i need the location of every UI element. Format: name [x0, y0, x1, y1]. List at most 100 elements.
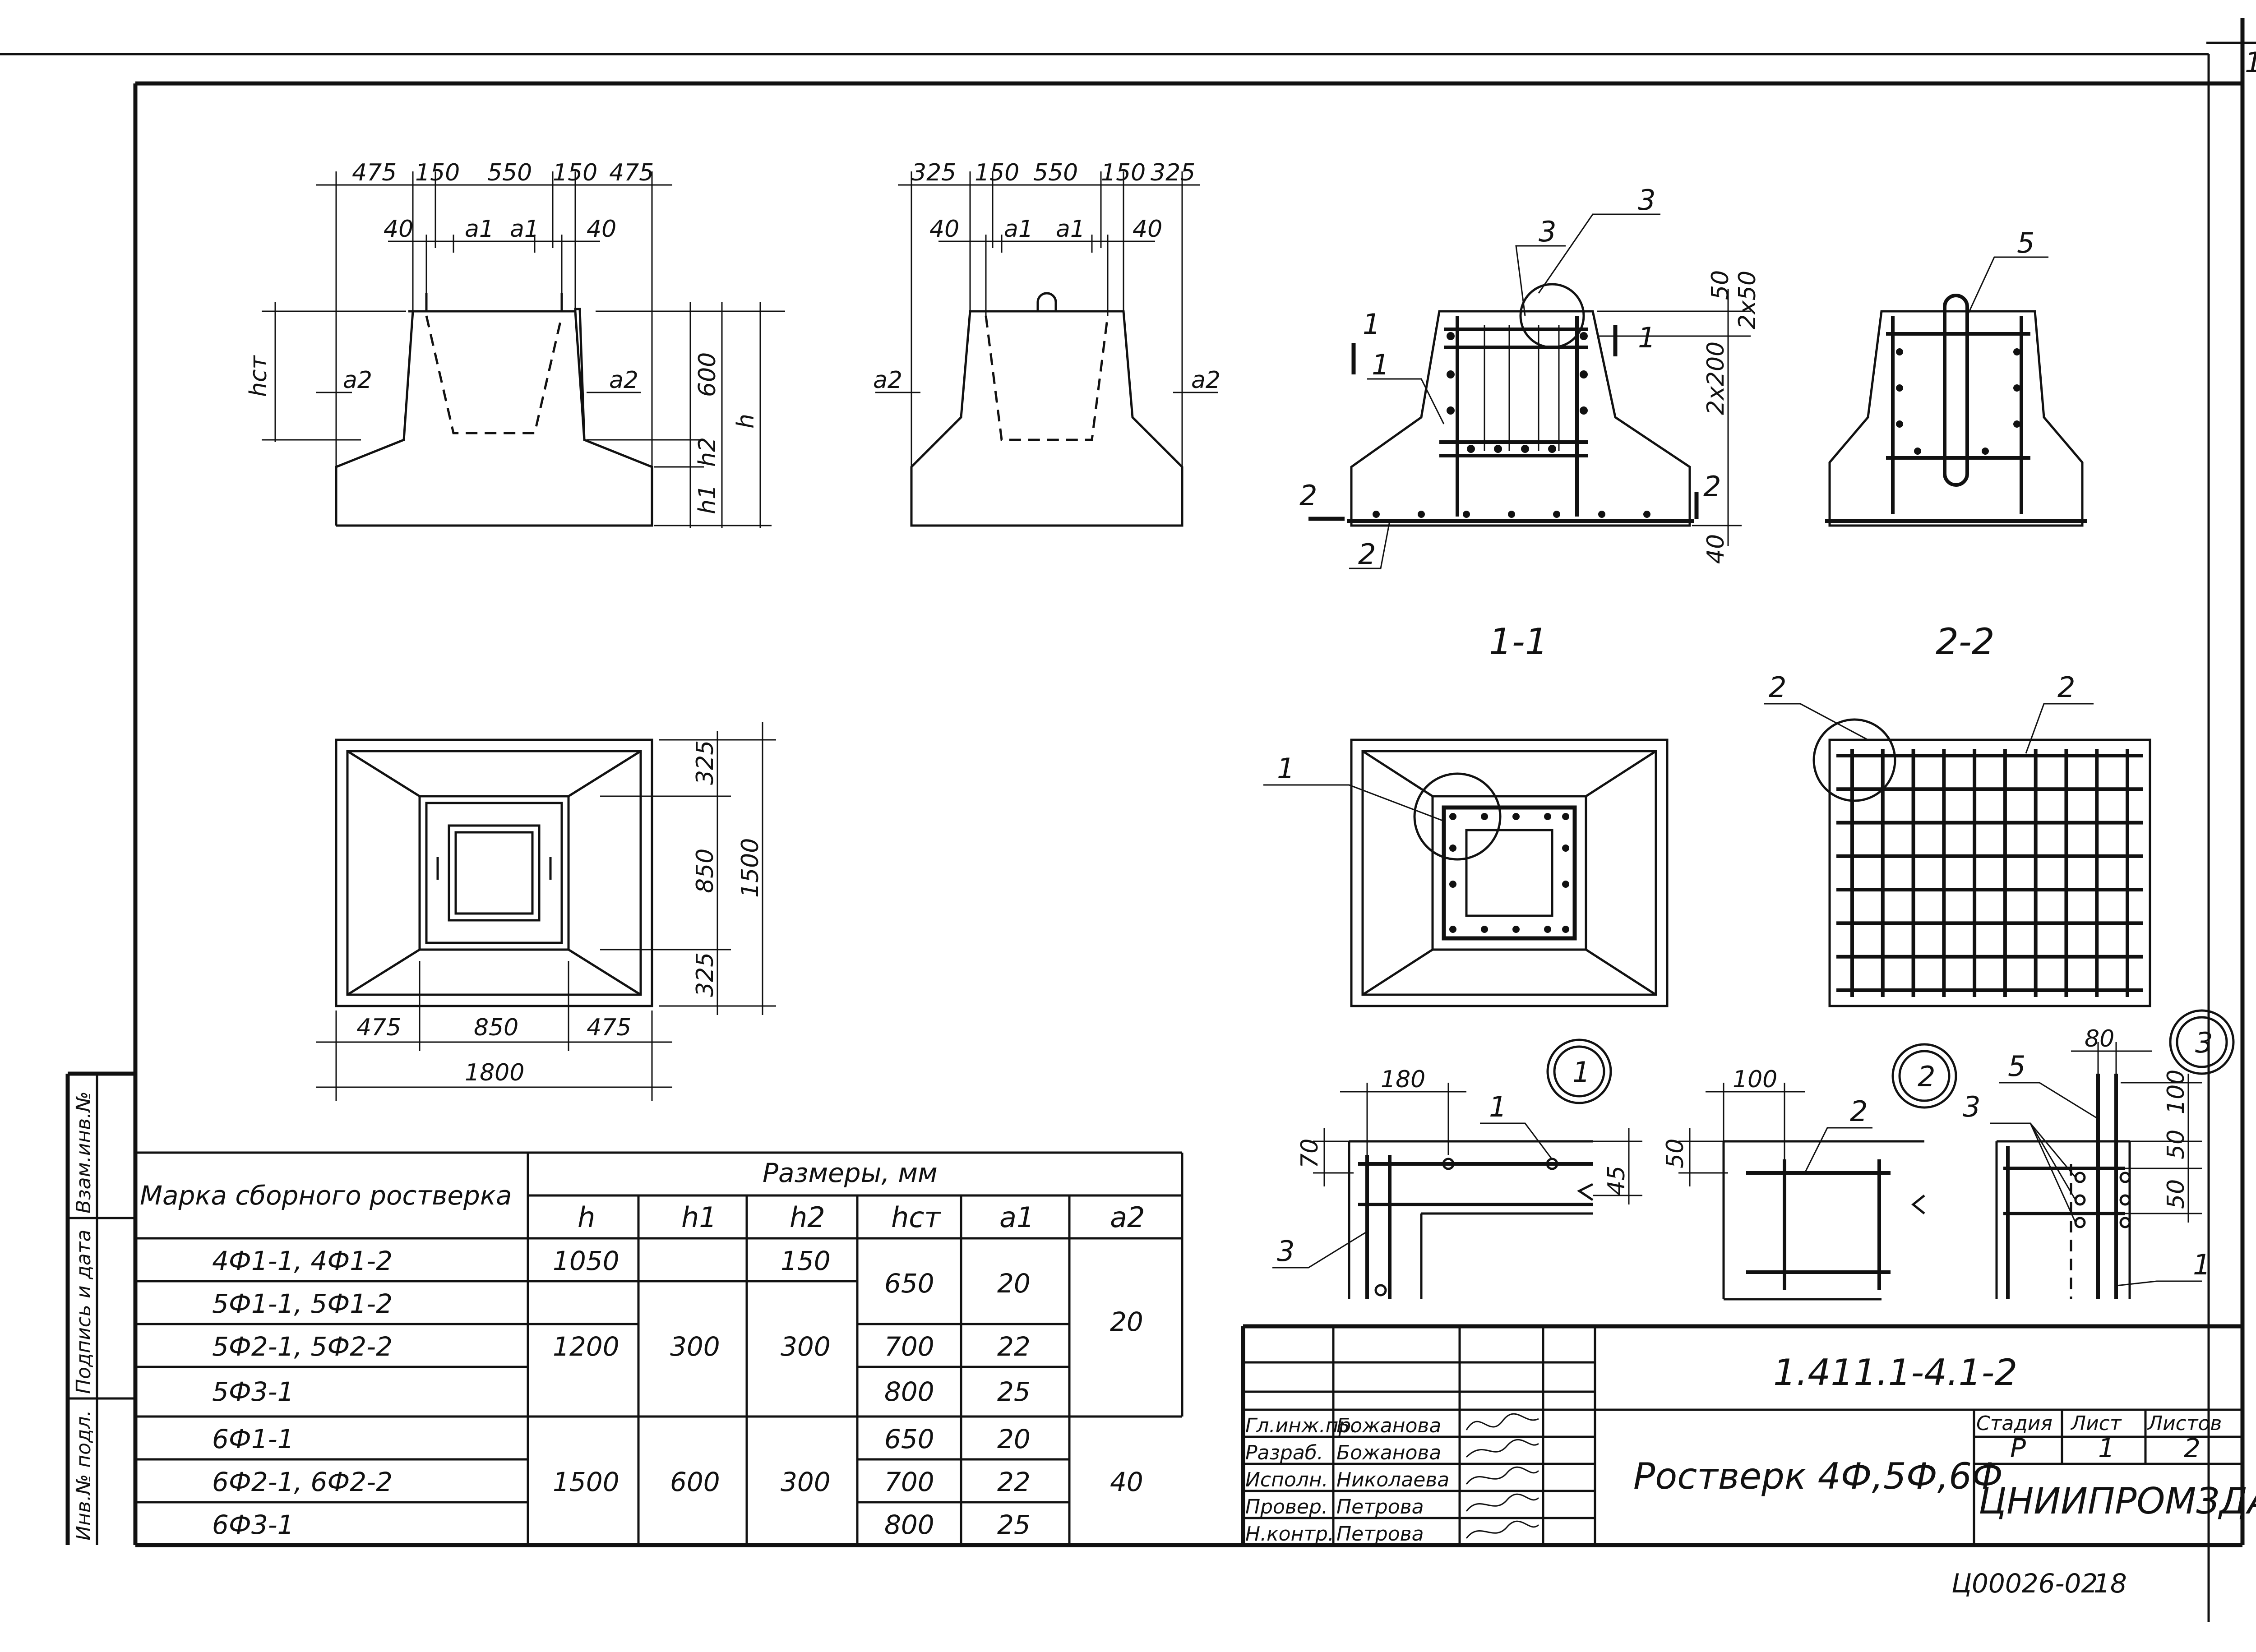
cell-a1-3: 25	[997, 1376, 1031, 1407]
header-h2: h2	[790, 1201, 825, 1234]
detail-2-title: 2	[1918, 1060, 1935, 1093]
dim-second-4: 40	[1133, 216, 1162, 243]
cell-a1-2: 22	[997, 1331, 1031, 1362]
stamp-replace-inv: Взам.инв.№	[72, 1091, 95, 1214]
name-2: Божанова	[1336, 1441, 1441, 1464]
cell-a1-1: 20	[997, 1268, 1031, 1299]
dim-right-850: 850	[692, 849, 719, 893]
section-left-view: 3 3 1 2 1 1 2 2 50 2x50 2x200 40	[1299, 184, 1761, 571]
page-number: 17	[2245, 46, 2256, 79]
dim-top-5: 325	[1151, 159, 1195, 186]
stage-value: Р	[2010, 1433, 2026, 1463]
dim-bottom-475a: 475	[356, 1014, 401, 1041]
mark-row-4: 5Ф3-1	[212, 1376, 294, 1407]
rebar-dots	[1373, 332, 1650, 518]
callout-2: 2	[1850, 1095, 1868, 1128]
cell-a1-6: 25	[997, 1509, 1031, 1540]
callout-1: 1	[1372, 348, 1389, 381]
plan-left-view: 325 850 325 1500 475 850 475 1800	[316, 722, 776, 1101]
dimension-table: Марка сборного ростверка Размеры, мм h h…	[135, 1151, 1183, 1545]
dim-second-2: a1	[1004, 216, 1033, 243]
cell-hst-4: 650	[884, 1424, 934, 1454]
cell-hst-2: 700	[884, 1331, 934, 1362]
cell-hst-5: 700	[884, 1467, 934, 1497]
callout-3b: 3	[1638, 184, 1655, 217]
callout-3: 3	[1963, 1090, 1980, 1123]
stage-label: Стадия	[1976, 1412, 2053, 1435]
callout-3: 3	[1277, 1235, 1294, 1268]
name-5: Петрова	[1336, 1523, 1424, 1546]
header-h1: h1	[681, 1201, 717, 1234]
callout-2b: 2	[2057, 671, 2075, 704]
dim-top-4: 150	[1101, 159, 1146, 186]
dim-right-50: 50	[1707, 270, 1734, 300]
dim-80: 80	[2085, 1025, 2114, 1052]
cell-h1-2: 600	[670, 1467, 720, 1497]
dim-second-4: 40	[587, 216, 616, 243]
header-h: h	[578, 1201, 595, 1234]
dim-top-2: 150	[415, 159, 460, 186]
dim-second-3: a1	[510, 216, 539, 243]
dim-180: 180	[1381, 1066, 1425, 1093]
callout-1: 1	[1277, 752, 1294, 785]
section-title-1-1: 1-1	[1489, 621, 1548, 663]
dim-second-1: 40	[384, 216, 413, 243]
dim-right-2x50: 2x50	[1734, 271, 1761, 329]
dim-50a: 50	[2163, 1130, 2190, 1159]
signatures	[1465, 1413, 1539, 1539]
footer-page: 18	[2094, 1568, 2127, 1599]
dim-right-a2: a2	[609, 367, 638, 394]
dim-right-325a: 325	[692, 740, 719, 785]
header-a1: a1	[999, 1201, 1034, 1234]
side-label-a2-left: a2	[873, 367, 902, 394]
dim-right-2x200: 2x200	[1702, 341, 1729, 415]
dim-bottom-850: 850	[474, 1014, 518, 1041]
header-a2: a2	[1110, 1201, 1145, 1234]
cell-hst-1: 650	[884, 1268, 934, 1299]
dim-top-1: 475	[352, 159, 397, 186]
sheet-frame	[0, 18, 2256, 1622]
callout-5: 5	[2017, 226, 2034, 259]
callout-2: 2	[1358, 538, 1376, 571]
dim-bottom-1800: 1800	[465, 1059, 524, 1086]
mark-row-1: 4Ф1-1, 4Ф1-2	[212, 1246, 393, 1276]
dim-right-1500: 1500	[737, 838, 764, 898]
dim-top-3: 550	[487, 159, 532, 186]
sheet-label: Лист	[2070, 1412, 2122, 1435]
dim-second-1: 40	[929, 216, 959, 243]
cell-h1-1: 300	[670, 1331, 720, 1362]
mark-row-5: 6Ф1-1	[212, 1424, 294, 1454]
elevation-mid-view: 325 150 550 150 325 40 a1 a1 40 a2 a2	[873, 159, 1220, 527]
header-sizes: Размеры, мм	[763, 1158, 938, 1188]
detail-1-title: 1	[1572, 1056, 1590, 1089]
section-title-2-2: 2-2	[1936, 621, 1995, 663]
footer-code: Ц00026-02	[1951, 1568, 2098, 1599]
callout-1: 1	[2193, 1248, 2210, 1281]
cell-h-2: 1200	[553, 1331, 619, 1362]
name-3: Николаева	[1336, 1468, 1449, 1491]
side-label-a2-right: a2	[1191, 367, 1220, 394]
dim-right-h1: h1	[694, 485, 721, 514]
mark-row-2: 5Ф1-1, 5Ф1-2	[212, 1288, 393, 1319]
dim-bottom-475b: 475	[587, 1014, 631, 1041]
cut-mark-2b: 2	[1703, 470, 1721, 503]
dim-second-3: a1	[1056, 216, 1085, 243]
plan-1-1-view: 1	[1263, 738, 1669, 1007]
rebar-dots	[1896, 348, 2020, 455]
dim-right-h: h	[732, 414, 759, 429]
cut-mark-1a: 1	[1363, 308, 1380, 341]
mark-row-7: 6Ф3-1	[212, 1509, 294, 1540]
cell-h-3: 1500	[553, 1467, 619, 1497]
dim-50: 50	[1662, 1139, 1689, 1168]
rebar-dots	[1449, 813, 1569, 933]
dim-right-600: 600	[694, 352, 721, 397]
section-right-view: 5	[1825, 226, 2087, 527]
title-block: 1.411.1-4.1-2 Ростверк 4Ф,5Ф,6Ф Стадия Л…	[1241, 1324, 2256, 1546]
callout-3a: 3	[1539, 215, 1556, 248]
name-1: Божанова	[1336, 1414, 1441, 1437]
dim-top-1: 325	[911, 159, 956, 186]
cell-a1-5: 22	[997, 1467, 1031, 1497]
role-2: Разраб.	[1245, 1441, 1323, 1464]
callout-2a: 2	[1769, 671, 1786, 704]
